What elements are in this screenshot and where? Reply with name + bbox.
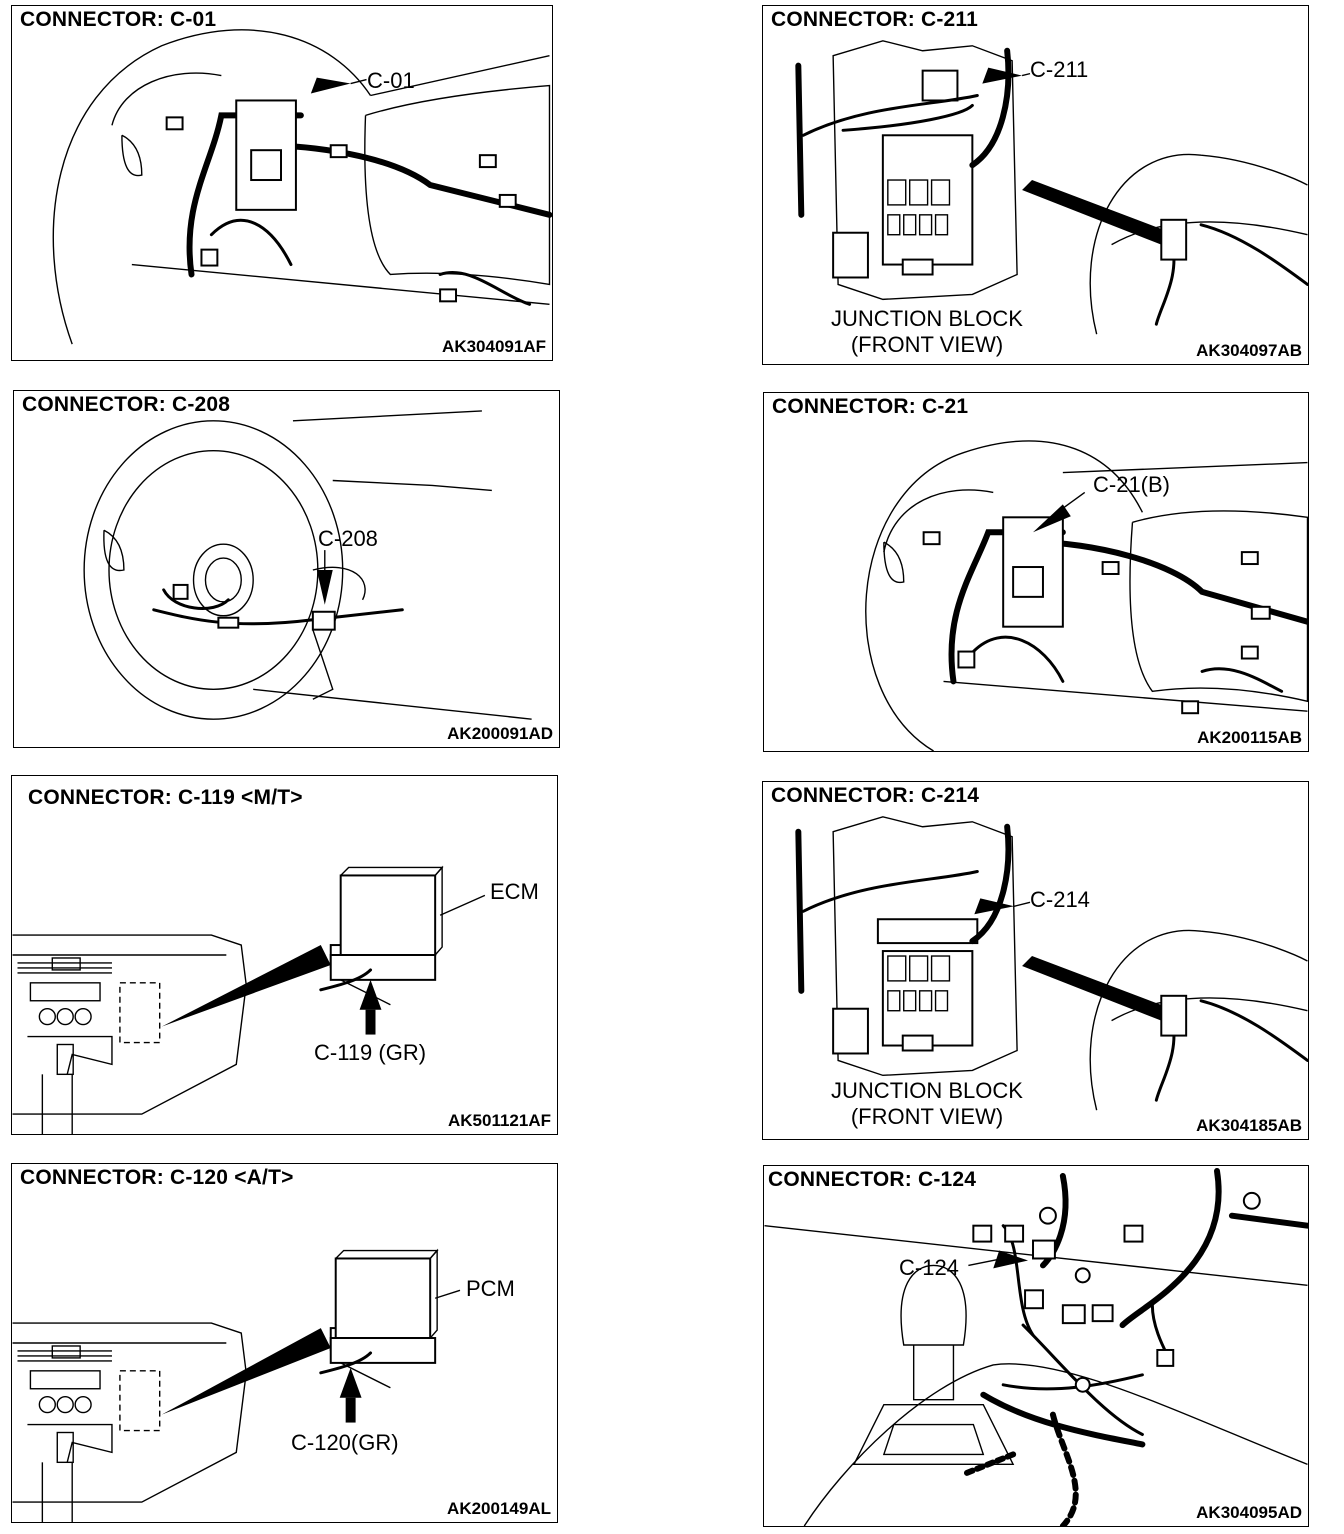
panel-c-124: CONNECTOR: C-124 C-124 AK304095AD [763, 1165, 1309, 1527]
callout-label: C-21(B) [1093, 472, 1171, 497]
panel-c-208: CONNECTOR: C-208 C-208 AK200091AD [13, 390, 560, 748]
figure-code: AK304097AB [1196, 341, 1302, 360]
panel-c-211: CONNECTOR: C-211 C-211 JUNCTION BLOCK (F… [762, 5, 1309, 365]
ecm-location-illustration [12, 865, 486, 1134]
figure-code: AK200115AB [1197, 728, 1302, 747]
panel-title: CONNECTOR: C-01 [20, 8, 217, 31]
figure-code: AK501121AF [447, 1111, 551, 1130]
caption-line-2: (FRONT VIEW) [850, 1104, 1004, 1129]
junction-block-illustration [795, 816, 1308, 1111]
panel-c-21: CONNECTOR: C-21 C-21(B) AK200115AB [763, 392, 1309, 752]
panel-c-214: CONNECTOR: C-214 C-214 JUNCTION BLOCK (F… [762, 781, 1309, 1140]
panel-title: CONNECTOR: C-208 [22, 393, 231, 416]
module-label: PCM [466, 1276, 515, 1301]
panel-title: CONNECTOR: C-214 [771, 784, 980, 807]
callout-label: C-208 [318, 526, 378, 551]
panel-title: CONNECTOR: C-120 <A/T> [20, 1166, 294, 1189]
panel-title: CONNECTOR: C-211 [771, 8, 979, 31]
center-console-illustration [764, 1167, 1308, 1526]
panel-title: CONNECTOR: C-119 <M/T> [28, 786, 303, 809]
panel-title: CONNECTOR: C-124 [768, 1168, 977, 1191]
callout-label: C-120(GR) [291, 1430, 399, 1455]
figure-code: AK304091AF [442, 337, 546, 356]
figure-code: AK200149AL [447, 1499, 551, 1518]
figure-code: AK304095AD [1196, 1503, 1302, 1522]
dashboard-illustration [52, 29, 552, 345]
panel-c-119: CONNECTOR: C-119 <M/T> ECM C-119 (GR) AK… [11, 775, 558, 1135]
figure-code: AK200091AD [447, 724, 553, 743]
caption-line-1: JUNCTION BLOCK [831, 306, 1023, 331]
panel-title: CONNECTOR: C-21 [772, 395, 969, 418]
caption-line-2: (FRONT VIEW) [850, 332, 1004, 357]
pcm-location-illustration [12, 1248, 461, 1522]
callout-label: C-214 [1030, 887, 1090, 912]
junction-block-illustration [795, 40, 1308, 335]
figure-code: AK304185AB [1196, 1116, 1302, 1135]
caption-line-1: JUNCTION BLOCK [831, 1078, 1023, 1103]
callout-label: C-211 [1030, 57, 1089, 82]
dashboard-illustration [865, 440, 1308, 751]
callout-label: C-01 [367, 68, 415, 93]
callout-label: C-124 [899, 1255, 959, 1280]
module-label: ECM [490, 879, 539, 904]
steering-column-illustration [83, 410, 532, 720]
panel-c-120: CONNECTOR: C-120 <A/T> PCM C-120(GR) AK2… [11, 1163, 558, 1523]
callout-label: C-119 (GR) [314, 1040, 427, 1065]
panel-c-01: CONNECTOR: C-01 C-01 AK304091AF [11, 5, 553, 361]
